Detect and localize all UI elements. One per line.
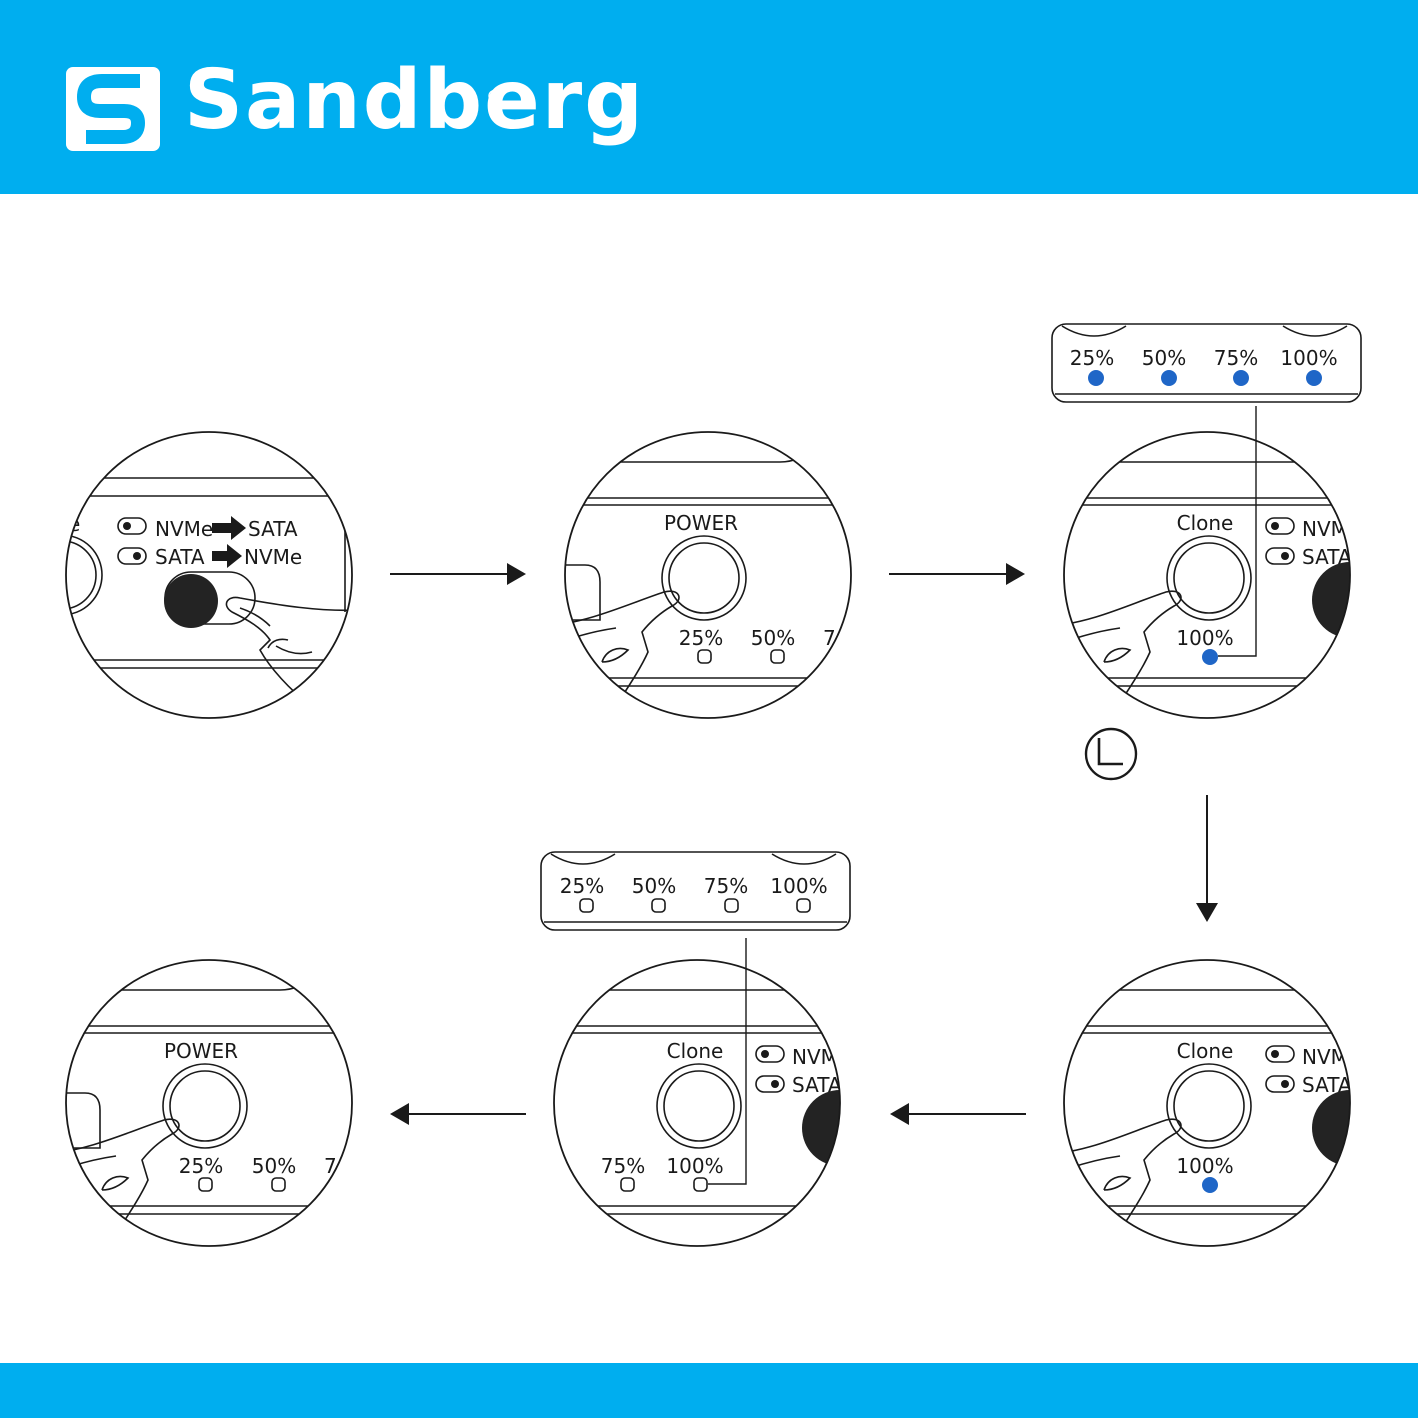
led-50-on	[1161, 370, 1177, 386]
clock-icon	[1086, 729, 1136, 779]
mode2-target: NVMe	[244, 545, 302, 569]
arrow-left-icon	[890, 1103, 1026, 1125]
mode-label-sata: SATA	[1302, 1073, 1352, 1097]
finger-icon	[48, 1119, 179, 1240]
power-label: POWER	[664, 511, 738, 535]
zoom-label-50: 50%	[632, 874, 676, 898]
step2-frame	[565, 432, 851, 718]
led-label-25: 25%	[679, 626, 723, 650]
toggle-icon	[1266, 518, 1294, 534]
zoom-label-25: 25%	[560, 874, 604, 898]
zoom-label-75: 75%	[1214, 346, 1258, 370]
power-button[interactable]	[662, 536, 746, 620]
clone-label: Clone	[667, 1039, 724, 1063]
step1-panel	[22, 478, 360, 705]
mode-label-sata: SATA	[1302, 545, 1352, 569]
led-label-fragment: 7	[324, 1154, 337, 1178]
led-25-on	[1088, 370, 1104, 386]
power-button[interactable]	[163, 1064, 247, 1148]
clone-button[interactable]	[1167, 536, 1251, 620]
mode-label-nvme: NVM	[792, 1045, 838, 1069]
clone-label: Clone	[1177, 511, 1234, 535]
toggle-icon	[118, 548, 146, 564]
clone-label: Clone	[1177, 1039, 1234, 1063]
step6-frame	[66, 960, 352, 1246]
power-label: POWER	[164, 1039, 238, 1063]
toggle-icon	[1266, 548, 1294, 564]
zoom-label-25: 25%	[1070, 346, 1114, 370]
mode-switch-knob[interactable]	[164, 574, 218, 628]
led-label-75: 75%	[601, 1154, 645, 1178]
led-75-on	[1233, 370, 1249, 386]
toggle-icon	[118, 518, 146, 534]
zoom-label-100: 100%	[1280, 346, 1337, 370]
step4-panel	[1052, 990, 1388, 1240]
toggle-icon	[756, 1046, 784, 1062]
led-label-100: 100%	[666, 1154, 723, 1178]
arrow-left-icon	[390, 1103, 526, 1125]
finger-icon	[1052, 591, 1181, 712]
zoom-label-50: 50%	[1142, 346, 1186, 370]
toggle-icon	[1266, 1076, 1294, 1092]
mode-label-nvme: NVM	[1302, 517, 1348, 541]
step3-frame	[1064, 432, 1350, 718]
step5-frame	[554, 960, 840, 1246]
zoom-label-100: 100%	[770, 874, 827, 898]
led-100-on	[1202, 1177, 1218, 1193]
arrow-right-icon	[212, 544, 242, 568]
arrow-right-icon	[212, 516, 246, 540]
zoom-label-75: 75%	[704, 874, 748, 898]
toggle-icon	[1266, 1046, 1294, 1062]
led-label-fragment: 7	[823, 626, 836, 650]
mode-label-sata: SATA	[792, 1073, 842, 1097]
led-label-100: 100%	[1176, 626, 1233, 650]
finger-icon	[548, 591, 679, 712]
led-label-100: 100%	[1176, 1154, 1233, 1178]
mode1-source: NVMe	[155, 517, 213, 541]
arrow-right-icon	[390, 563, 526, 585]
step4-frame	[1064, 960, 1350, 1246]
mode1-target: SATA	[248, 517, 298, 541]
led-100-on	[1202, 649, 1218, 665]
led-label-25: 25%	[179, 1154, 223, 1178]
toggle-icon	[756, 1076, 784, 1092]
mode2-source: SATA	[155, 545, 205, 569]
step3-panel	[1052, 462, 1388, 712]
finger-icon	[1052, 1119, 1181, 1240]
led-label-50: 50%	[751, 626, 795, 650]
arrow-down-icon	[1196, 795, 1218, 922]
clone-button[interactable]	[657, 1064, 741, 1148]
clone-button[interactable]	[1167, 1064, 1251, 1148]
led-100-on	[1306, 370, 1322, 386]
led-label-50: 50%	[252, 1154, 296, 1178]
arrow-right-icon	[889, 563, 1025, 585]
mode-label-nvme: NVM	[1302, 1045, 1348, 1069]
step5-panel	[550, 990, 878, 1214]
